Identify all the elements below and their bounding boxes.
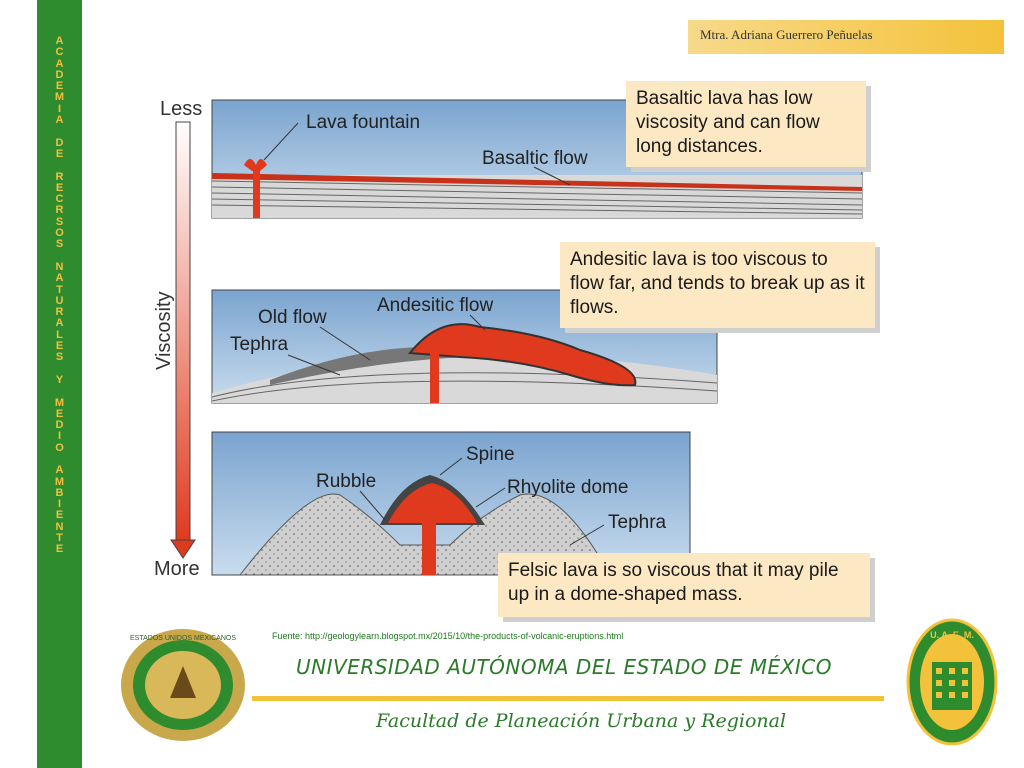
callout-basaltic-text: Basaltic lava has low viscosity and can … (636, 88, 820, 157)
label-tephra-rhyolite: Tephra (608, 512, 667, 533)
label-lava-fountain: Lava fountain (306, 112, 420, 133)
panel-andesitic (211, 289, 718, 404)
sidebar-letter: S (55, 351, 64, 364)
sidebar-letter (58, 386, 61, 397)
callout-felsic-text: Felsic lava is so viscous that it may pi… (508, 560, 839, 605)
sidebar-letter: Y (55, 373, 64, 386)
sidebar-letter: E (55, 181, 64, 194)
sidebar-letter: D (55, 419, 64, 432)
sidebar-letter: E (55, 509, 64, 522)
seal-right-text: U. A. E. M. (930, 630, 974, 640)
callout-basaltic: Basaltic lava has low viscosity and can … (626, 81, 866, 167)
sidebar-letter: M (54, 91, 65, 104)
sidebar-letter: O (55, 441, 64, 454)
callout-andesitic-text: Andesitic lava is too viscous to flow fa… (570, 249, 865, 318)
label-old-flow: Old flow (258, 307, 327, 328)
sidebar-letter: T (56, 532, 63, 545)
label-basaltic-flow: Basaltic flow (482, 148, 588, 169)
callout-andesitic: Andesitic lava is too viscous to flow fa… (560, 242, 875, 328)
sidebar-letter: A (55, 272, 64, 285)
scale-top-label: Less (160, 98, 202, 120)
sidebar-letter: B (55, 486, 64, 499)
faculty-name: Facultad de Planeación Urbana y Regional (376, 710, 787, 732)
sidebar-letter: C (55, 193, 64, 206)
sidebar-letter: E (55, 147, 64, 160)
label-tephra-andesitic: Tephra (230, 334, 289, 355)
sidebar-letter (58, 160, 61, 171)
sidebar-letter: M (54, 396, 65, 409)
seal-left-text: ESTADOS UNIDOS MEXICANOS (130, 635, 236, 642)
sidebar-letter: S (55, 215, 64, 228)
sidebar-letter: S (55, 238, 64, 251)
sidebar-letter: E (55, 543, 64, 556)
sidebar-letter: E (55, 407, 64, 420)
sidebar-letter: D (55, 136, 64, 149)
sidebar-letter: E (55, 80, 64, 93)
scale-bottom-label: More (154, 558, 200, 580)
label-spine: Spine (466, 444, 515, 465)
sidebar-letter: O (55, 227, 64, 240)
sidebar-letter: N (55, 520, 64, 533)
sidebar-letter: L (56, 328, 63, 341)
sidebar-letter: D (55, 68, 64, 81)
sidebar-letter: R (55, 204, 64, 217)
divider-line (252, 696, 884, 701)
uaem-seal-logo: U. A. E. M. (906, 618, 998, 746)
author-name: Mtra. Adriana Guerrero Peñuelas (700, 27, 873, 42)
sidebar-letter: A (55, 114, 64, 127)
sidebar-letter: C (55, 46, 64, 59)
sidebar-letter: M (54, 475, 65, 488)
sidebar-letter: E (55, 340, 64, 353)
sidebar-letter: N (55, 260, 64, 273)
sidebar-letter: A (55, 57, 64, 70)
sidebar-letter: I (57, 430, 62, 443)
sidebar-letter: U (55, 294, 64, 307)
source-citation: Fuente: http://geologylearn.blogspot.mx/… (272, 631, 624, 641)
axis-label: Viscosity (153, 291, 175, 370)
sidebar-letter: I (57, 102, 62, 115)
label-andesitic-flow: Andesitic flow (377, 295, 493, 316)
sidebar-letter: A (55, 35, 64, 47)
mexico-seal-logo: ESTADOS UNIDOS MEXICANOS (121, 629, 245, 741)
sidebar-letter: A (55, 464, 64, 477)
label-rubble: Rubble (316, 471, 376, 492)
sidebar-letter: A (55, 317, 64, 330)
sidebar-letter: I (57, 498, 62, 511)
sidebar-letter: R (55, 170, 64, 183)
sidebar-letter: R (55, 306, 64, 319)
sidebar-letter: T (56, 283, 63, 296)
viscosity-arrow (170, 121, 196, 559)
label-rhyolite-dome: Rhyolite dome (507, 477, 628, 498)
author-bar: Mtra. Adriana Guerrero Peñuelas (688, 20, 1004, 54)
sidebar-letter (58, 126, 61, 137)
university-name: UNIVERSIDAD AUTÓNOMA DEL ESTADO DE MÉXIC… (296, 655, 832, 679)
callout-felsic: Felsic lava is so viscous that it may pi… (498, 553, 870, 617)
